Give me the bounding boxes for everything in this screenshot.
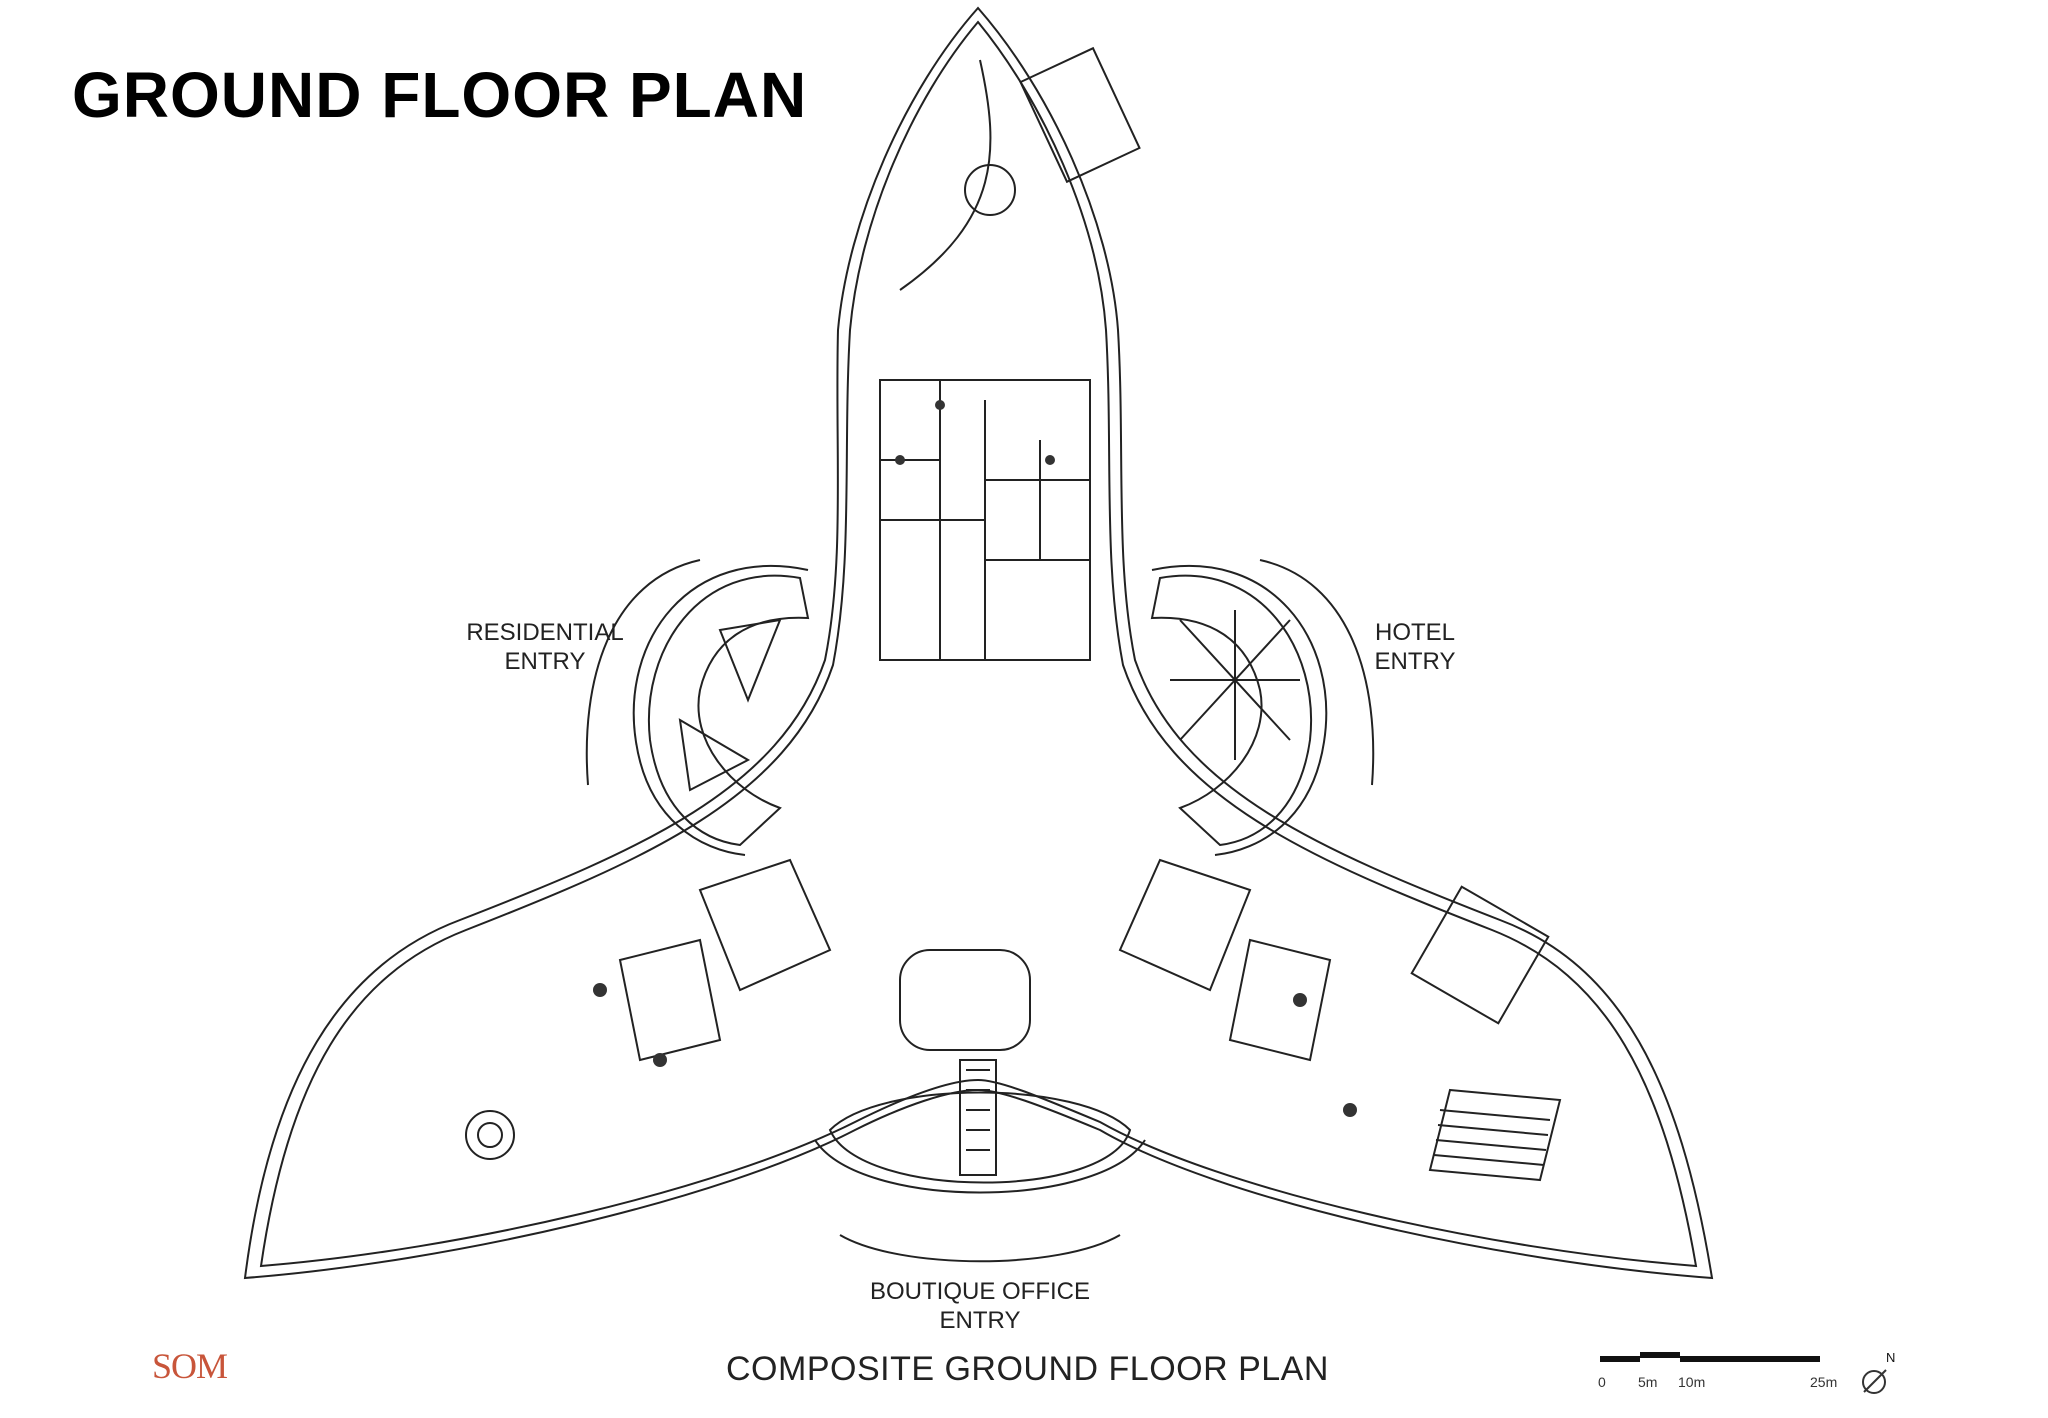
north-label: N: [1886, 1350, 1896, 1365]
scale-bar-graphic: [1600, 1352, 1820, 1362]
scale-tick-10m: 10m: [1678, 1374, 1706, 1390]
plan-caption: COMPOSITE GROUND FLOOR PLAN: [726, 1350, 1329, 1388]
scale-tick-0: 0: [1598, 1374, 1606, 1390]
scale-bar: 0 5m 10m 25m: [1590, 1350, 1837, 1400]
residential-entry-label: RESIDENTIAL ENTRY: [466, 619, 624, 675]
scale-tick-5m: 5m: [1638, 1374, 1658, 1390]
boutique-office-entry-label: BOUTIQUE OFFICE ENTRY: [869, 1278, 1090, 1334]
scale-tick-25m: 25m: [1810, 1374, 1838, 1390]
som-logo: SOM: [152, 1346, 228, 1386]
hotel-entry-label: HOTEL ENTRY: [1374, 619, 1456, 675]
page-title: GROUND FLOOR PLAN: [72, 59, 808, 131]
north-arrow-icon: [1862, 1369, 1887, 1394]
